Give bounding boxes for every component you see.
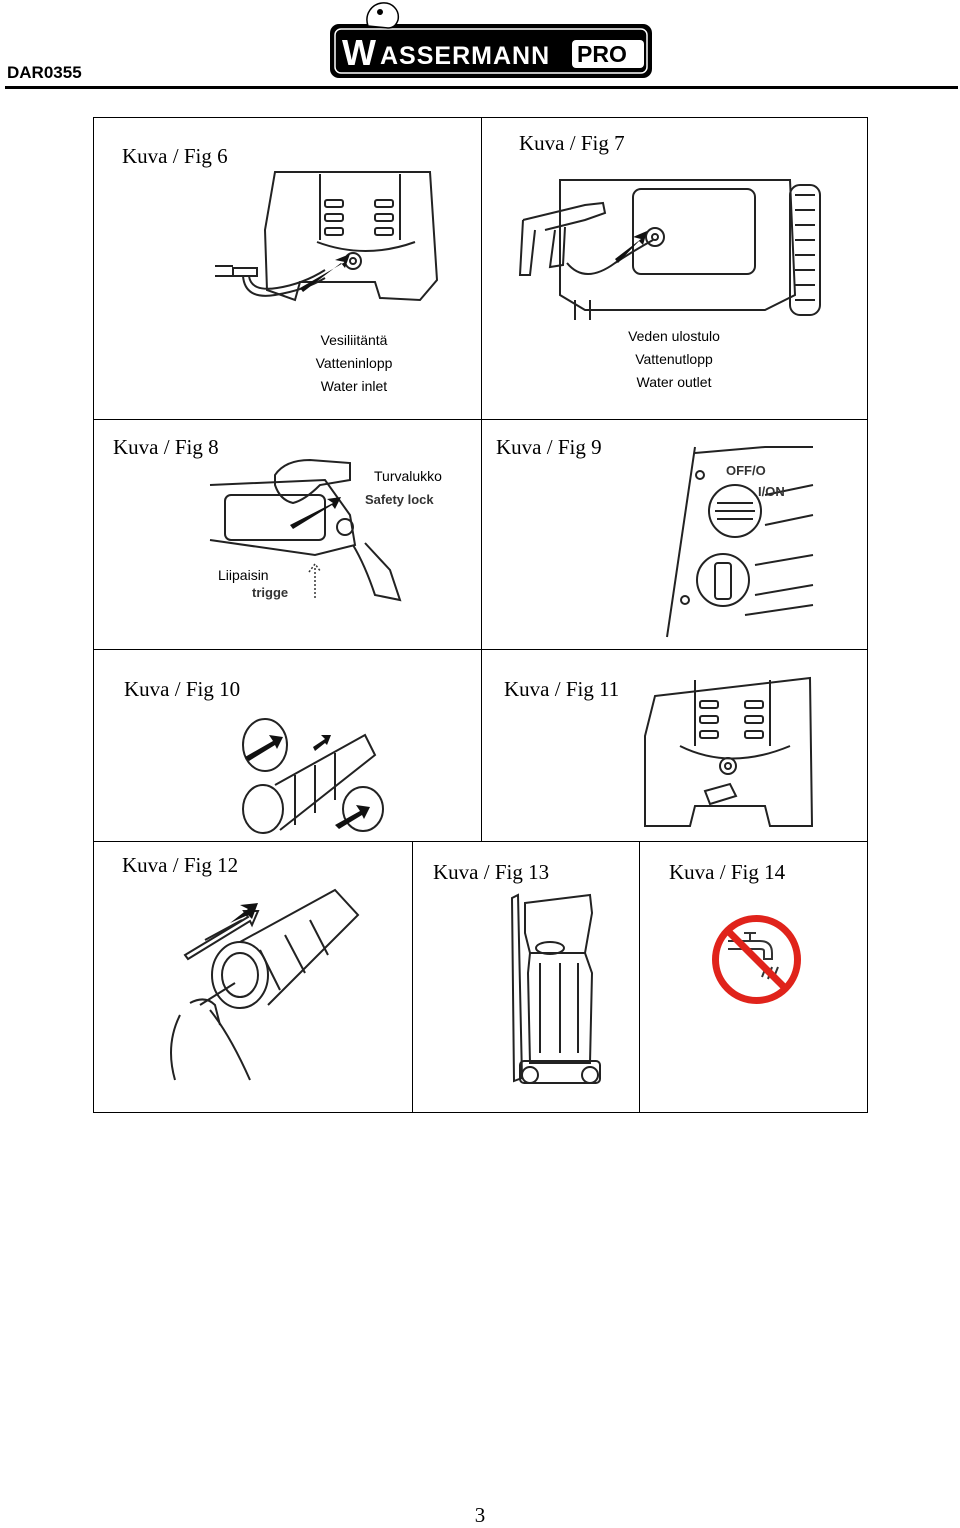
fig7-water-outlet-illustration	[518, 179, 821, 320]
fig8-label-trigger-fi: Liipaisin	[218, 567, 269, 583]
fig11-outlet-illustration	[644, 676, 814, 827]
fig12-nozzle-cleaning-illustration	[170, 888, 360, 1081]
fig6-caption-sv: Vatteninlopp	[315, 355, 393, 371]
fig9-power-switch-illustration	[666, 446, 814, 638]
document-code: DAR0355	[7, 63, 82, 82]
svg-text:ASSERMANN: ASSERMANN	[380, 42, 550, 70]
fig8-safety-lock-illustration	[209, 458, 402, 602]
fig6-water-inlet-illustration	[215, 171, 439, 302]
svg-text:PRO: PRO	[577, 41, 627, 67]
fig12-title: Kuva / Fig 12	[122, 853, 239, 877]
fig14-title: Kuva / Fig 14	[669, 860, 786, 884]
fig13-title: Kuva / Fig 13	[433, 860, 550, 884]
fig9-label-off: OFF/O	[726, 463, 766, 478]
fig7-caption-fi: Veden ulostulo	[628, 328, 720, 344]
fig9-label-on: I/ON	[758, 484, 785, 499]
fig14-cell	[639, 841, 868, 1113]
wassermann-pro-logo: W ASSERMANN PRO	[330, 2, 652, 78]
fig8-label-safety-fi: Turvalukko	[374, 468, 442, 484]
fig13-pressure-washer-storage-illustration	[510, 893, 601, 1084]
fig6-title: Kuva / Fig 6	[122, 144, 228, 168]
fig7-title: Kuva / Fig 7	[519, 131, 625, 155]
fig11-title: Kuva / Fig 11	[504, 677, 620, 701]
fig10-nozzle-illustration	[242, 718, 384, 834]
fig8-title: Kuva / Fig 8	[113, 435, 219, 459]
fig7-caption-en: Water outlet	[636, 374, 712, 390]
no-water-tap-icon	[712, 915, 801, 1004]
fig7-caption-sv: Vattenutlopp	[635, 351, 713, 367]
fig9-title: Kuva / Fig 9	[496, 435, 602, 459]
fig6-caption: Vesiliitäntä Vatteninlopp Water inlet	[290, 329, 418, 398]
fig10-title: Kuva / Fig 10	[124, 677, 241, 701]
fig8-label-safety-en: Safety lock	[365, 492, 434, 507]
fig8-trigger-arrow-icon	[308, 562, 322, 598]
header-rule	[5, 86, 958, 89]
fig6-caption-en: Water inlet	[320, 378, 388, 394]
page-number: 3	[474, 1503, 486, 1527]
fig7-caption: Veden ulostulo Vattenutlopp Water outlet	[610, 325, 738, 394]
fig8-label-trigger-en: trigge	[252, 585, 289, 600]
fig6-caption-fi: Vesiliitäntä	[320, 332, 388, 348]
svg-text:W: W	[342, 32, 376, 73]
